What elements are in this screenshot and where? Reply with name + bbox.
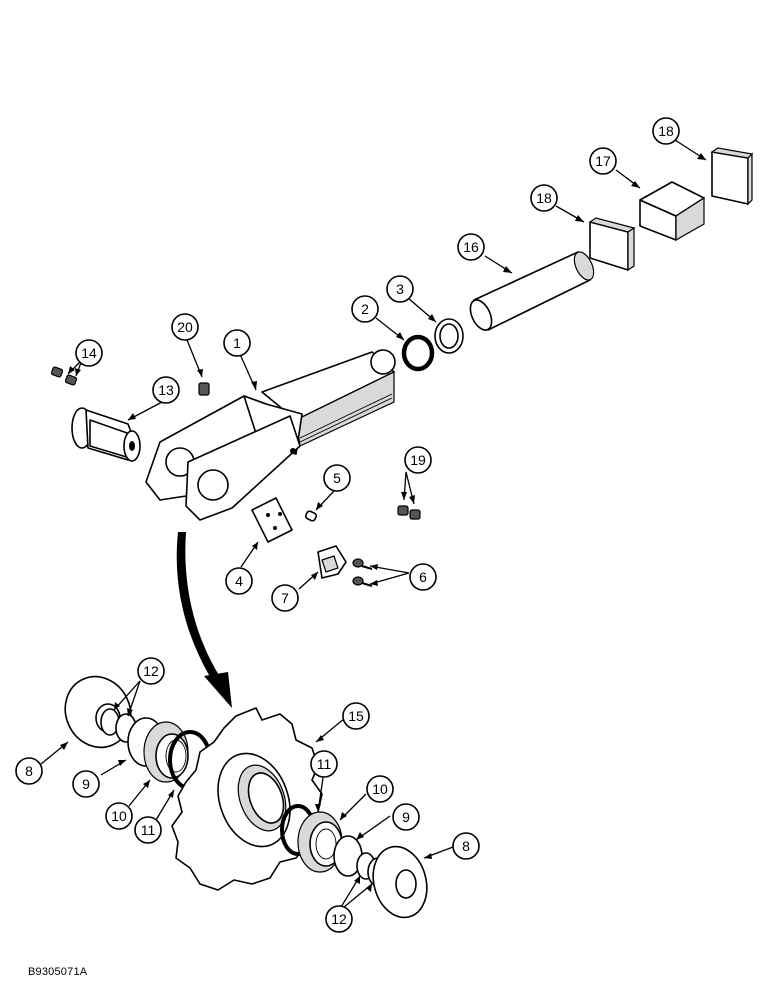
callout-9-right-label: 9 bbox=[402, 809, 410, 825]
callout-13: 13 bbox=[152, 376, 180, 404]
part-bearing-left bbox=[127, 717, 212, 790]
callout-18-upper: 18 bbox=[652, 117, 680, 145]
part-clamp bbox=[317, 545, 347, 579]
callout-12-right: 12 bbox=[325, 905, 353, 933]
callout-6-label: 6 bbox=[419, 569, 427, 585]
part-set-screws bbox=[50, 366, 78, 386]
callout-4: 4 bbox=[225, 567, 253, 595]
callout-20-label: 20 bbox=[177, 319, 193, 335]
callout-11-left: 11 bbox=[134, 816, 162, 844]
callout-14-label: 14 bbox=[81, 345, 97, 361]
callout-7-label: 7 bbox=[281, 590, 289, 606]
callout-16: 16 bbox=[457, 233, 485, 261]
part-sprocket bbox=[171, 707, 323, 891]
callout-18-upper-label: 18 bbox=[658, 123, 674, 139]
part-set-screws-right bbox=[397, 505, 421, 520]
callout-7: 7 bbox=[271, 584, 299, 612]
callout-19: 19 bbox=[404, 446, 432, 474]
callout-18-middle-label: 18 bbox=[536, 190, 552, 206]
callout-1: 1 bbox=[223, 329, 251, 357]
callout-15-label: 15 bbox=[348, 708, 364, 724]
leader-arrowheads bbox=[60, 153, 706, 892]
callout-18-middle: 18 bbox=[530, 184, 558, 212]
callout-3: 3 bbox=[386, 275, 414, 303]
part-washer-right bbox=[372, 845, 428, 919]
callout-5: 5 bbox=[323, 464, 351, 492]
assembly-arrow bbox=[176, 532, 232, 708]
callout-9-right: 9 bbox=[392, 803, 420, 831]
callout-6: 6 bbox=[409, 563, 437, 591]
callout-17-label: 17 bbox=[595, 153, 611, 169]
callout-5-label: 5 bbox=[333, 470, 341, 486]
part-block bbox=[639, 181, 705, 242]
callout-2-label: 2 bbox=[361, 301, 369, 317]
callout-12-left-label: 12 bbox=[143, 663, 159, 679]
part-small-pin bbox=[304, 510, 318, 522]
callout-2: 2 bbox=[351, 295, 379, 323]
part-o-ring bbox=[401, 334, 435, 372]
callout-11-left-label: 11 bbox=[141, 822, 156, 838]
part-wear-pad-upper bbox=[710, 147, 754, 206]
callout-1-label: 1 bbox=[233, 335, 241, 351]
callout-10-left-label: 10 bbox=[111, 808, 127, 824]
part-idler-yoke bbox=[145, 349, 396, 521]
callout-16-label: 16 bbox=[463, 239, 479, 255]
callout-10-left: 10 bbox=[105, 802, 133, 830]
callout-11-right: 11 bbox=[310, 750, 338, 778]
part-plate bbox=[251, 497, 293, 543]
part-wear-pad-middle bbox=[588, 217, 636, 272]
callout-8-left: 8 bbox=[15, 757, 43, 785]
callout-9-left-label: 9 bbox=[82, 776, 90, 792]
callout-10-right: 10 bbox=[366, 775, 394, 803]
part-shaft bbox=[469, 251, 595, 331]
callout-12-left: 12 bbox=[137, 657, 165, 685]
callout-11-right-label: 11 bbox=[317, 756, 332, 772]
callout-20: 20 bbox=[171, 313, 199, 341]
callout-8-right: 8 bbox=[452, 832, 480, 860]
part-bolts bbox=[352, 558, 373, 587]
callout-13-label: 13 bbox=[158, 382, 174, 398]
callout-8-right-label: 8 bbox=[462, 838, 470, 854]
callout-10-right-label: 10 bbox=[372, 781, 388, 797]
callout-8-left-label: 8 bbox=[25, 763, 33, 779]
callout-4-label: 4 bbox=[235, 573, 243, 589]
part-ring bbox=[434, 318, 464, 354]
part-pin bbox=[71, 407, 141, 462]
callout-19-label: 19 bbox=[410, 452, 426, 468]
figure-code: B9305071A bbox=[28, 966, 88, 978]
callout-14: 14 bbox=[75, 339, 103, 367]
callout-17: 17 bbox=[589, 147, 617, 175]
callout-3-label: 3 bbox=[396, 281, 404, 297]
part-grease-fitting bbox=[198, 382, 210, 396]
callout-12-right-label: 12 bbox=[331, 911, 347, 927]
callout-15: 15 bbox=[342, 702, 370, 730]
callout-9-left: 9 bbox=[72, 770, 100, 798]
